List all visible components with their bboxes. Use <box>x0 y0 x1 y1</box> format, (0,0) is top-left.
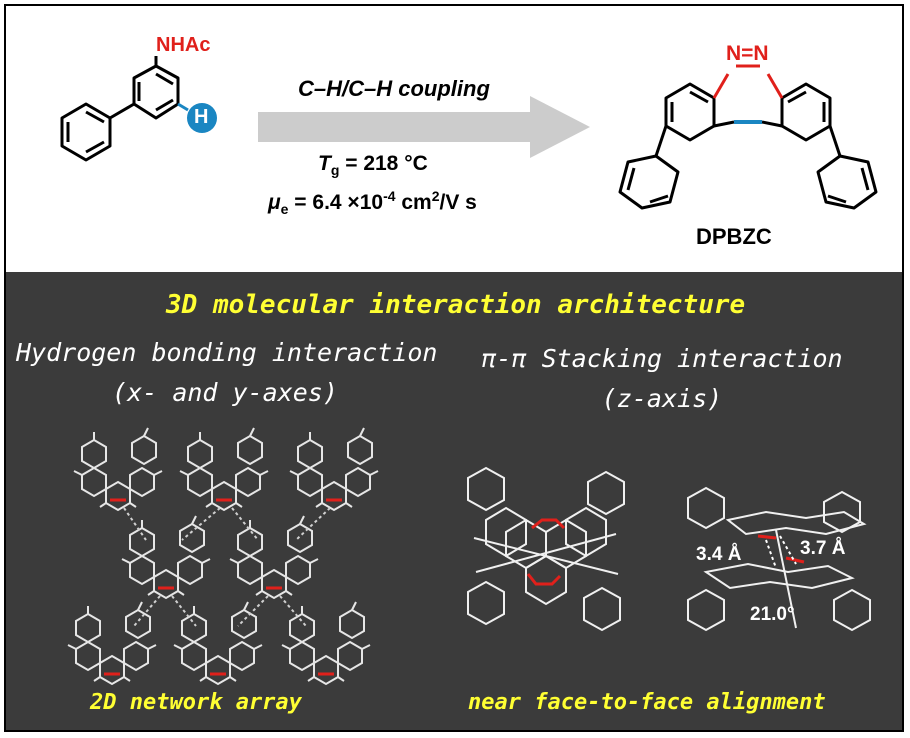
network-caption: 2D network array <box>90 690 302 715</box>
reactant-ring-bottom <box>60 102 112 162</box>
pi-stack-side-view <box>687 486 871 632</box>
h-atom-circle <box>187 103 217 133</box>
tg-value: = 218 °C <box>339 152 428 175</box>
reaction-scheme-drawing <box>60 56 878 210</box>
architecture-title: 3D molecular interaction architecture <box>166 290 746 320</box>
figure-frame: NHAc H C–H/C–H coupling Tg = 218 °C μe =… <box>4 4 904 732</box>
product-name: DPBZC <box>696 224 772 249</box>
mu-unit-exponent: 2 <box>431 188 440 204</box>
mu-exponent: -4 <box>383 188 396 204</box>
reaction-arrow-head <box>530 96 590 158</box>
tg-symbol: T <box>318 152 331 175</box>
mu-symbol: μ <box>268 191 281 214</box>
pi-stack-top-view <box>467 466 625 632</box>
reactant-nhac-label: NHAc <box>156 34 211 56</box>
hbond-title-line2: (x- and y-axes) <box>112 378 338 407</box>
angle-label: 21.0° <box>750 604 795 625</box>
tg-subscript: g <box>330 162 340 179</box>
pistack-title-line2: (z-axis) <box>601 384 723 413</box>
pistack-title-line1: π-π Stacking interaction <box>481 344 843 373</box>
mu-unit: cm <box>395 191 432 214</box>
reaction-panel: NHAc H C–H/C–H coupling Tg = 218 °C μe =… <box>6 6 902 272</box>
glass-transition-temp: Tg = 218 °C <box>318 152 428 178</box>
distance-label-a: 3.4 Å <box>696 544 742 565</box>
product-phenyl-right <box>816 154 878 210</box>
electron-mobility: μe = 6.4 ×10-4 cm2/V s <box>268 188 477 217</box>
reaction-condition: C–H/C–H coupling <box>298 76 490 101</box>
crystal-structure-drawings <box>67 427 871 685</box>
hydrogen-bond-network <box>67 427 379 685</box>
reaction-arrow-shaft <box>258 112 530 142</box>
product-azo-label: N=N <box>726 42 769 65</box>
mu-subscript: e <box>280 201 289 218</box>
reactant-ring-top <box>132 64 180 120</box>
hbond-title-line1: Hydrogen bonding interaction <box>16 338 438 367</box>
architecture-panel: 3D molecular interaction architecture Hy… <box>6 272 902 730</box>
distance-label-b: 3.7 Å <box>800 538 846 559</box>
alignment-caption: near face-to-face alignment <box>468 690 826 715</box>
product-phenyl-left <box>618 154 680 210</box>
mu-unit-tail: /V s <box>439 191 477 214</box>
mu-value: = 6.4 ×10 <box>288 191 384 214</box>
h-atom-label: H <box>194 106 209 128</box>
